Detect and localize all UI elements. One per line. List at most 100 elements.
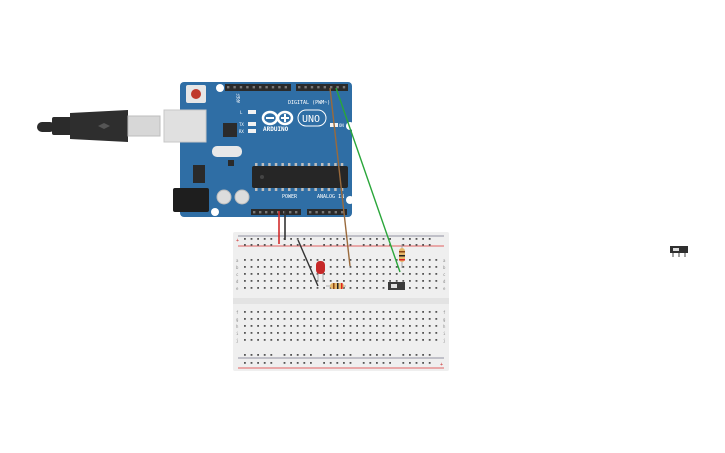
breadboard-hole[interactable] — [250, 259, 253, 261]
breadboard-hole[interactable] — [277, 287, 279, 289]
breadboard-hole[interactable] — [270, 244, 273, 246]
breadboard-hole[interactable] — [290, 332, 292, 334]
breadboard-hole[interactable] — [277, 273, 279, 275]
breadboard-hole[interactable] — [257, 311, 259, 313]
breadboard-hole[interactable] — [290, 325, 292, 327]
breadboard-hole[interactable] — [296, 362, 299, 364]
header-pin[interactable] — [271, 86, 275, 89]
breadboard-hole[interactable] — [283, 244, 286, 246]
breadboard-hole[interactable] — [310, 266, 312, 268]
breadboard-hole[interactable] — [283, 273, 286, 275]
breadboard-hole[interactable] — [389, 318, 391, 320]
breadboard-hole[interactable] — [329, 362, 332, 364]
breadboard-hole[interactable] — [395, 318, 398, 320]
breadboard-hole[interactable] — [250, 362, 253, 364]
breadboard-hole[interactable] — [290, 354, 292, 356]
breadboard-hole[interactable] — [382, 273, 385, 275]
breadboard-hole[interactable] — [270, 332, 273, 334]
breadboard-hole[interactable] — [415, 287, 418, 289]
breadboard-hole[interactable] — [369, 332, 372, 334]
breadboard-hole[interactable] — [310, 244, 312, 246]
breadboard-hole[interactable] — [310, 287, 312, 289]
breadboard-hole[interactable] — [244, 354, 246, 356]
breadboard-hole[interactable] — [263, 325, 266, 327]
breadboard-hole[interactable] — [389, 273, 391, 275]
breadboard-hole[interactable] — [415, 244, 418, 246]
breadboard-hole[interactable] — [257, 354, 259, 356]
breadboard-hole[interactable] — [435, 259, 438, 261]
breadboard-hole[interactable] — [343, 238, 345, 240]
breadboard-hole[interactable] — [356, 311, 358, 313]
breadboard-hole[interactable] — [329, 354, 332, 356]
breadboard-hole[interactable] — [415, 266, 418, 268]
breadboard-hole[interactable] — [382, 354, 385, 356]
breadboard-hole[interactable] — [336, 244, 339, 246]
breadboard-hole[interactable] — [422, 311, 424, 313]
breadboard-hole[interactable] — [336, 273, 339, 275]
breadboard-hole[interactable] — [310, 318, 312, 320]
breadboard-hole[interactable] — [389, 325, 391, 327]
breadboard-hole[interactable] — [296, 318, 299, 320]
breadboard-hole[interactable] — [376, 266, 378, 268]
breadboard-hole[interactable] — [310, 332, 312, 334]
breadboard-hole[interactable] — [428, 362, 431, 364]
breadboard-hole[interactable] — [369, 259, 372, 261]
wire-led-gnd[interactable] — [297, 239, 319, 287]
breadboard-hole[interactable] — [244, 325, 246, 327]
header-pin[interactable] — [321, 211, 325, 214]
breadboard-hole[interactable] — [329, 259, 332, 261]
breadboard-hole[interactable] — [389, 266, 391, 268]
breadboard-hole[interactable] — [336, 354, 339, 356]
breadboard-hole[interactable] — [369, 266, 372, 268]
breadboard-hole[interactable] — [395, 259, 398, 261]
breadboard-hole[interactable] — [323, 354, 325, 356]
breadboard-hole[interactable] — [382, 266, 385, 268]
breadboard-hole[interactable] — [290, 238, 292, 240]
breadboard-hole[interactable] — [329, 332, 332, 334]
breadboard-hole[interactable] — [303, 259, 306, 261]
breadboard-hole[interactable] — [283, 325, 286, 327]
breadboard-hole[interactable] — [244, 318, 246, 320]
breadboard-hole[interactable] — [376, 244, 378, 246]
breadboard-hole[interactable] — [244, 339, 246, 341]
breadboard-hole[interactable] — [303, 362, 306, 364]
breadboard-hole[interactable] — [250, 238, 253, 240]
header-pin[interactable] — [265, 211, 268, 214]
breadboard-hole[interactable] — [402, 238, 405, 240]
breadboard-hole[interactable] — [415, 259, 418, 261]
breadboard-hole[interactable] — [270, 266, 273, 268]
breadboard-hole[interactable] — [290, 362, 292, 364]
breadboard-hole[interactable] — [362, 244, 365, 246]
breadboard-hole[interactable] — [316, 280, 319, 282]
breadboard-hole[interactable] — [362, 238, 365, 240]
breadboard-hole[interactable] — [283, 259, 286, 261]
breadboard-hole[interactable] — [244, 362, 246, 364]
breadboard-hole[interactable] — [277, 325, 279, 327]
breadboard-hole[interactable] — [356, 280, 358, 282]
breadboard-hole[interactable] — [310, 273, 312, 275]
breadboard-hole[interactable] — [336, 362, 339, 364]
breadboard-hole[interactable] — [349, 318, 352, 320]
breadboard-hole[interactable] — [362, 362, 365, 364]
header-pin[interactable] — [227, 86, 230, 89]
breadboard-hole[interactable] — [376, 273, 378, 275]
breadboard-hole[interactable] — [290, 339, 292, 341]
header-pin[interactable] — [233, 86, 236, 89]
breadboard-hole[interactable] — [428, 238, 431, 240]
breadboard-hole[interactable] — [270, 287, 273, 289]
breadboard-hole[interactable] — [409, 273, 411, 275]
breadboard-hole[interactable] — [270, 280, 273, 282]
breadboard-hole[interactable] — [435, 280, 438, 282]
breadboard-hole[interactable] — [270, 354, 273, 356]
breadboard-hole[interactable] — [428, 339, 431, 341]
breadboard-hole[interactable] — [435, 325, 438, 327]
breadboard-hole[interactable] — [283, 318, 286, 320]
breadboard-hole[interactable] — [263, 273, 266, 275]
breadboard-hole[interactable] — [270, 318, 273, 320]
breadboard-hole[interactable] — [435, 287, 438, 289]
header-pin[interactable] — [315, 211, 318, 214]
resistor-switch[interactable] — [399, 244, 405, 268]
breadboard-hole[interactable] — [376, 238, 378, 240]
header-pin[interactable] — [265, 86, 268, 89]
